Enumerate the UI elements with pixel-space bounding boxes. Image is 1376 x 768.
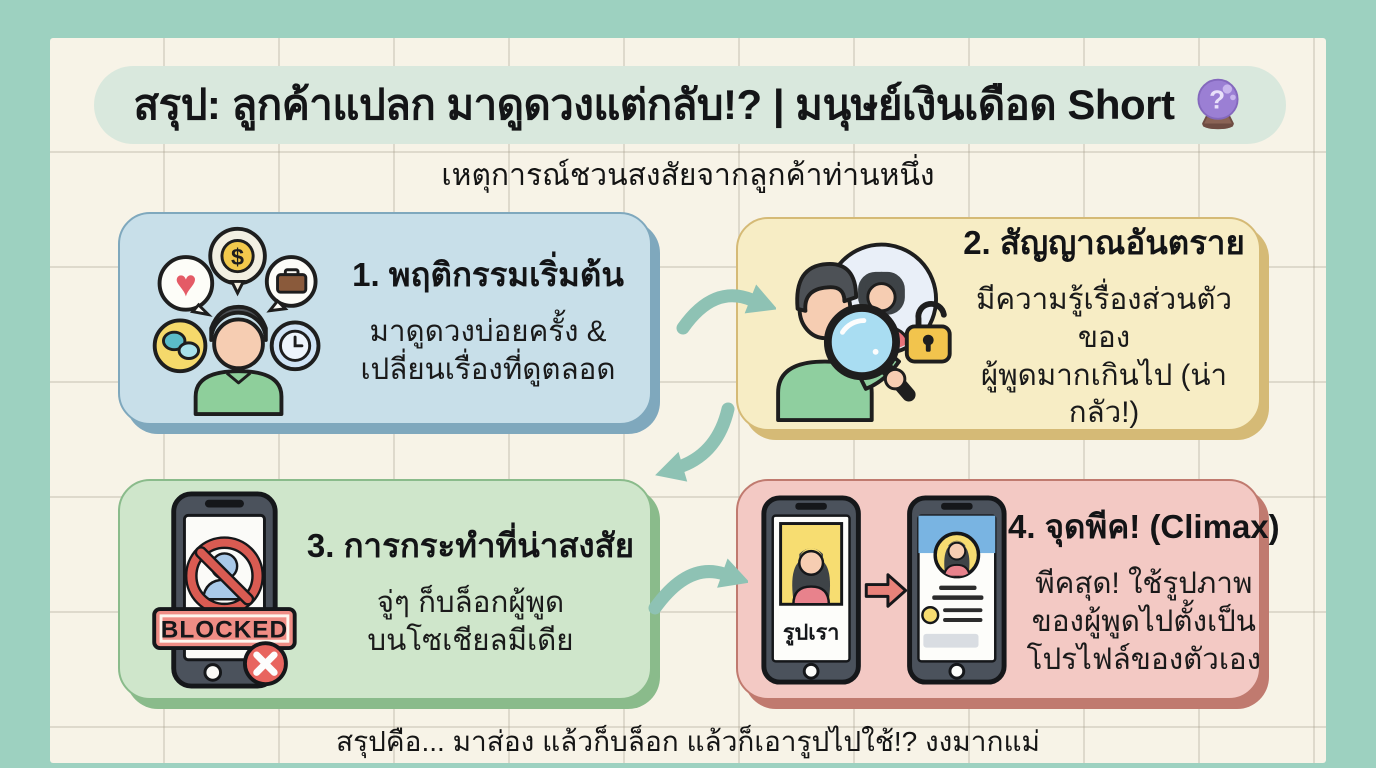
- step-2-title: 2. สัญญาณอันตราย: [963, 224, 1245, 261]
- photo-to-profile-phones-icon: รูปเรา: [758, 494, 1008, 686]
- step-card-3: BLOCKED 3. การกระทำที่น่าสงสัย จู่ๆ ก็บล…: [118, 479, 652, 700]
- svg-text:?: ?: [1210, 84, 1226, 114]
- step-card-4: รูปเรา 4. จุดพีค! (Clim: [736, 479, 1280, 700]
- step-1-title: 1. พฤติกรรมเริ่มต้น: [352, 256, 624, 294]
- svg-text:รูปเรา: รูปเรา: [783, 619, 840, 646]
- arrow-step2-to-step3-icon: [655, 402, 735, 482]
- svg-text:♥: ♥: [175, 262, 197, 304]
- crystal-ball-emoji: ?: [1190, 75, 1246, 136]
- arrow-step1-to-step2-icon: [676, 284, 776, 335]
- arrow-step3-to-step4-icon: [648, 558, 748, 615]
- svg-text:BLOCKED: BLOCKED: [161, 616, 288, 643]
- step-4-title: 4. จุดพีค! (Climax): [1008, 508, 1280, 546]
- page-title: สรุป: ลูกค้าแปลก มาดูดวงแต่กลับ!? | มนุษ…: [133, 81, 1175, 128]
- magnifier-person-lock-icon: [758, 227, 963, 422]
- step-3-body: จู่ๆ ก็บล็อกผู้พูด บนโซเชียลมีเดีย: [367, 586, 574, 657]
- step-1-body: มาดูดวงบ่อยครั้ง & เปลี่ยนเรื่องที่ดูตลอ…: [360, 315, 616, 386]
- summary-caption: สรุปคือ... มาส่อง แล้วก็บล็อก แล้วก็เอาร…: [336, 726, 1040, 757]
- person-thought-bubbles-icon: $ ♥: [140, 221, 340, 416]
- step-2-body: มีความรู้เรื่องส่วนตัวของ ผู้พูดมากเกินไ…: [975, 283, 1233, 430]
- step-card-1: $ ♥ 1. พฤติกรรมเริ่มต้น: [118, 212, 652, 425]
- subtitle: เหตุการณ์ชวนสงสัยจากลูกค้าท่านหนึ่ง: [441, 159, 935, 192]
- step-3-title: 3. การกระทำที่น่าสงสัย: [306, 527, 635, 565]
- blocked-phone-icon: BLOCKED: [140, 490, 305, 690]
- title-banner: สรุป: ลูกค้าแปลก มาดูดวงแต่กลับ!? | มนุษ…: [94, 66, 1286, 144]
- step-4-body: พีคสุด! ใช้รูปภาพ ของผู้พูดไปตั้งเป็น โป…: [1026, 567, 1262, 676]
- svg-text:$: $: [231, 244, 244, 270]
- step-card-2: 2. สัญญาณอันตราย มีความรู้เรื่องส่วนตัวข…: [736, 217, 1261, 431]
